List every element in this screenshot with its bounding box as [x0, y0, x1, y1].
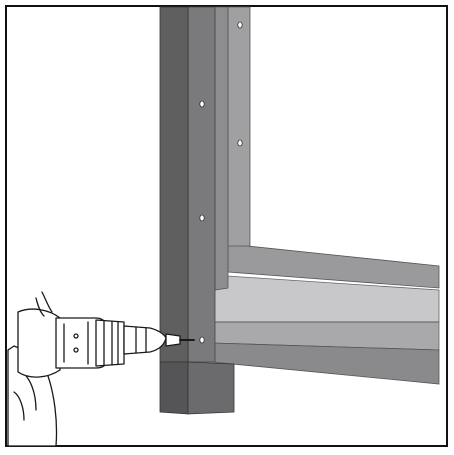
- drill-handle-contour: [13, 391, 25, 421]
- screw-hole-icon: [237, 139, 243, 147]
- vertical-post: [159, 6, 251, 415]
- horizontal-beam: [211, 243, 440, 385]
- screw-holes: [199, 21, 243, 344]
- drill-motor-housing: [17, 308, 61, 378]
- drill-bit-holder: [165, 333, 181, 347]
- drill-icon: [7, 291, 195, 447]
- screw-hole-icon: [199, 214, 205, 222]
- drill-vent-line: [35, 297, 45, 317]
- post-side-face: [187, 6, 216, 363]
- screw-hole-icon: [237, 21, 243, 29]
- drill-detail: [73, 333, 79, 339]
- post-inner-channel: [214, 6, 229, 291]
- screw-hole-icon: [199, 100, 205, 108]
- post-front-face: [159, 6, 189, 363]
- post-back-flange: [227, 6, 251, 247]
- drill-vent-line: [41, 291, 53, 313]
- drill-detail: [73, 347, 79, 353]
- post-leg-side: [187, 361, 235, 415]
- post-leg-front: [159, 361, 189, 415]
- drill-chuck: [95, 319, 125, 367]
- screw-hole-icon: [199, 336, 205, 344]
